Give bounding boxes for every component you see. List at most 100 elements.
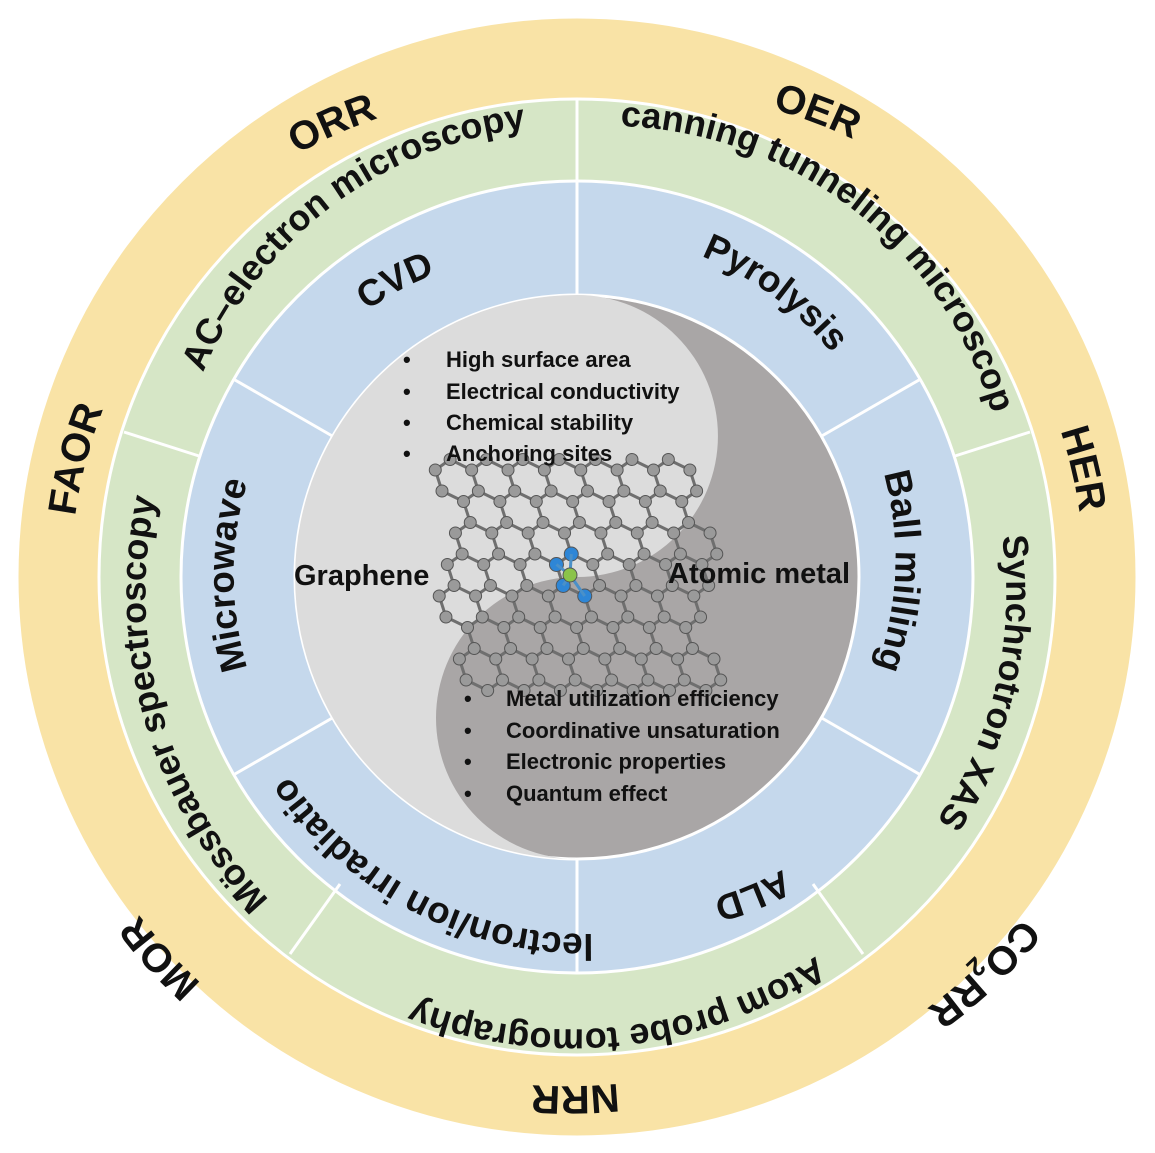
carbon-atom [525, 652, 539, 666]
carbon-atom [460, 621, 474, 634]
carbon-atom [532, 673, 546, 687]
carbon-atom [682, 516, 696, 529]
carbon-atom [629, 579, 643, 592]
carbon-atom [606, 621, 620, 634]
carbon-atom [493, 495, 507, 508]
bullet: • [464, 781, 472, 806]
carbon-atom [699, 684, 713, 697]
carbon-atom [541, 589, 555, 603]
carbon-atom [471, 484, 485, 498]
carbon-atom [650, 589, 664, 603]
carbon-atom [714, 673, 728, 687]
carbon-atom [516, 453, 530, 466]
carbon-atom [475, 610, 489, 624]
carbon-atom [548, 610, 562, 624]
carbon-atom [500, 516, 514, 529]
metal-prop-3: Electronic properties [506, 749, 726, 774]
carbon-atom [598, 652, 612, 666]
metal-prop-1: Metal utilization efficiency [506, 686, 779, 711]
carbon-atom [447, 579, 461, 592]
carbon-atom [495, 673, 509, 687]
carbon-atom [529, 495, 543, 508]
carbon-atom [590, 684, 604, 697]
carbon-atom [675, 495, 689, 508]
carbon-atom [574, 463, 588, 477]
carbon-atom [540, 642, 554, 655]
carbon-atom [481, 684, 495, 697]
carbon-atom [432, 589, 446, 603]
carbon-atom [558, 526, 572, 540]
carbon-atom [602, 495, 616, 508]
atomic-metal-label: Atomic metal [668, 558, 850, 590]
carbon-atom [489, 652, 503, 666]
carbon-atom [428, 463, 442, 477]
carbon-atom [690, 484, 704, 498]
carbon-atom [703, 526, 717, 540]
carbon-atom [641, 673, 655, 687]
graphene-properties: • High surface area • Electrical conduct… [403, 347, 680, 466]
carbon-atom [465, 463, 479, 477]
carbon-atom [673, 547, 687, 561]
bullet: • [403, 379, 411, 404]
bullet: • [464, 686, 472, 711]
carbon-atom [710, 547, 724, 561]
carbon-atom [580, 484, 594, 498]
carbon-atom [665, 579, 679, 592]
graphene-prop-3: Chemical stability [446, 410, 634, 435]
carbon-atom [586, 558, 600, 571]
carbon-atom [584, 610, 598, 624]
carbon-atom [448, 526, 462, 540]
carbon-atom [659, 558, 673, 571]
carbon-atom [679, 621, 693, 634]
carbon-atom [572, 516, 586, 529]
carbon-atom [477, 558, 491, 571]
carbon-atom [683, 463, 697, 477]
carbon-atom [479, 453, 493, 466]
carbon-atom [469, 589, 483, 603]
carbon-atom [671, 652, 685, 666]
carbon-atom [634, 652, 648, 666]
graphene-prop-2: Electrical conductivity [446, 379, 680, 404]
carbon-atom [645, 516, 659, 529]
carbon-atom [695, 558, 709, 571]
bullet: • [403, 410, 411, 435]
carbon-atom [570, 621, 584, 634]
carbon-atom [463, 516, 477, 529]
carbon-atom [638, 495, 652, 508]
graphene-prop-1: High surface area [446, 347, 631, 372]
carbon-atom [653, 484, 667, 498]
carbon-atom [630, 526, 644, 540]
carbon-atom [621, 610, 635, 624]
metal-atom [562, 567, 578, 583]
carbon-atom [440, 558, 454, 571]
carbon-atom [593, 579, 607, 592]
carbon-atom [677, 673, 691, 687]
graphene-prop-4: Anchoring sites [446, 441, 612, 466]
label-nrr: NRR [530, 1075, 621, 1121]
carbon-atom [649, 642, 663, 655]
carbon-atom [661, 453, 675, 466]
carbon-atom [512, 610, 526, 624]
carbon-atom [452, 652, 466, 666]
carbon-atom [694, 610, 708, 624]
carbon-atom [707, 652, 721, 666]
carbon-atom [687, 589, 701, 603]
carbon-atom [497, 621, 511, 634]
carbon-atom [642, 621, 656, 634]
carbon-atom [492, 547, 506, 561]
carbon-atom [663, 684, 677, 697]
carbon-atom [533, 621, 547, 634]
carbon-atom [626, 684, 640, 697]
carbon-atom [657, 610, 671, 624]
carbon-atom [552, 453, 566, 466]
carbon-atom [609, 516, 623, 529]
carbon-atom [601, 547, 615, 561]
carbon-atom [459, 673, 473, 687]
carbon-atom [505, 589, 519, 603]
carbon-atom [610, 463, 624, 477]
bullet: • [403, 347, 411, 372]
carbon-atom [455, 547, 469, 561]
carbon-atom [521, 526, 535, 540]
carbon-atom [544, 484, 558, 498]
carbon-atom [594, 526, 608, 540]
